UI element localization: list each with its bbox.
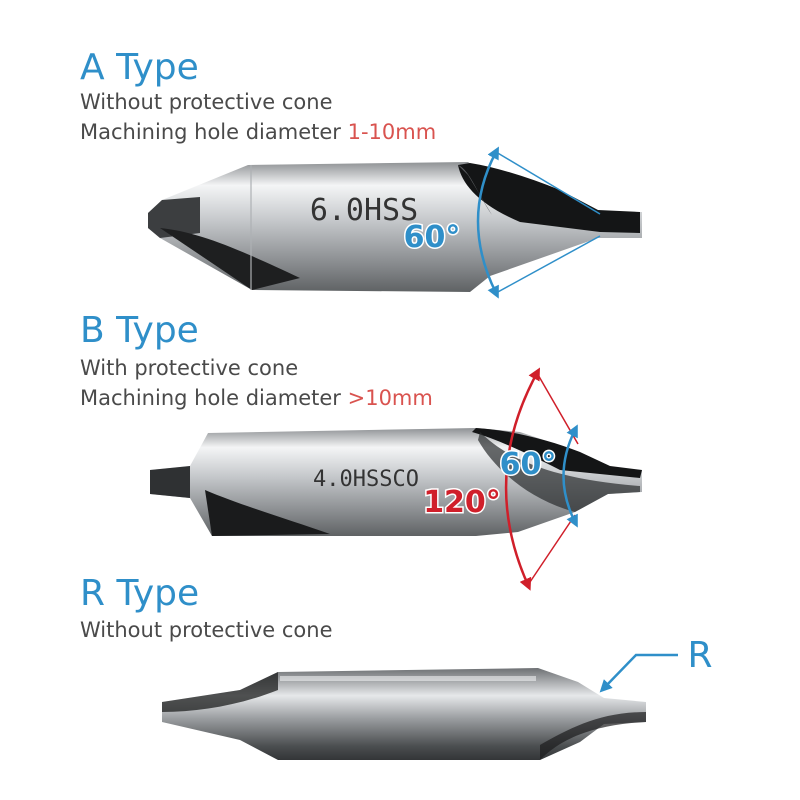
b-type-inner-angle-arc	[562, 424, 578, 528]
b-type-outer-angle-arc	[504, 367, 540, 591]
a-type-diameter-label: Machining hole diameter	[80, 120, 348, 144]
a-type-cone-text: Without protective cone	[80, 90, 333, 114]
b-type-drill-bit	[150, 428, 642, 536]
a-type-bit-marking: 6.0HSS	[310, 193, 418, 228]
b-type-outer-angle-label: 120°	[423, 485, 501, 520]
r-type-drill-bit	[162, 668, 646, 760]
r-type-cone-text: Without protective cone	[80, 618, 333, 642]
b-type-title: B Type	[80, 310, 199, 351]
a-type-angle-label: 60°	[404, 220, 461, 255]
r-type-title: R Type	[80, 573, 200, 614]
a-type-angle-guide-top	[495, 151, 601, 215]
a-type-angle-guide-bottom	[495, 235, 601, 294]
a-type-angle-arc	[476, 146, 499, 299]
b-type-diameter-label: Machining hole diameter	[80, 386, 348, 410]
r-type-callout-leader	[599, 653, 678, 693]
b-type-diameter-value: >10mm	[347, 386, 433, 410]
b-type-cone-text: With protective cone	[80, 356, 299, 380]
b-type-outer-guide-top	[536, 372, 579, 445]
a-type-drill-bit	[148, 162, 642, 292]
b-type-bit-marking: 4.0HSSCO	[313, 467, 419, 492]
b-type-diameter-text: Machining hole diameter >10mm	[80, 388, 433, 409]
b-type-inner-angle-label: 60°	[500, 447, 557, 482]
r-type-callout-label: R	[687, 635, 712, 676]
a-type-diameter-text: Machining hole diameter 1-10mm	[80, 122, 436, 143]
a-type-diameter-value: 1-10mm	[347, 120, 437, 144]
a-type-title: A Type	[80, 47, 199, 88]
